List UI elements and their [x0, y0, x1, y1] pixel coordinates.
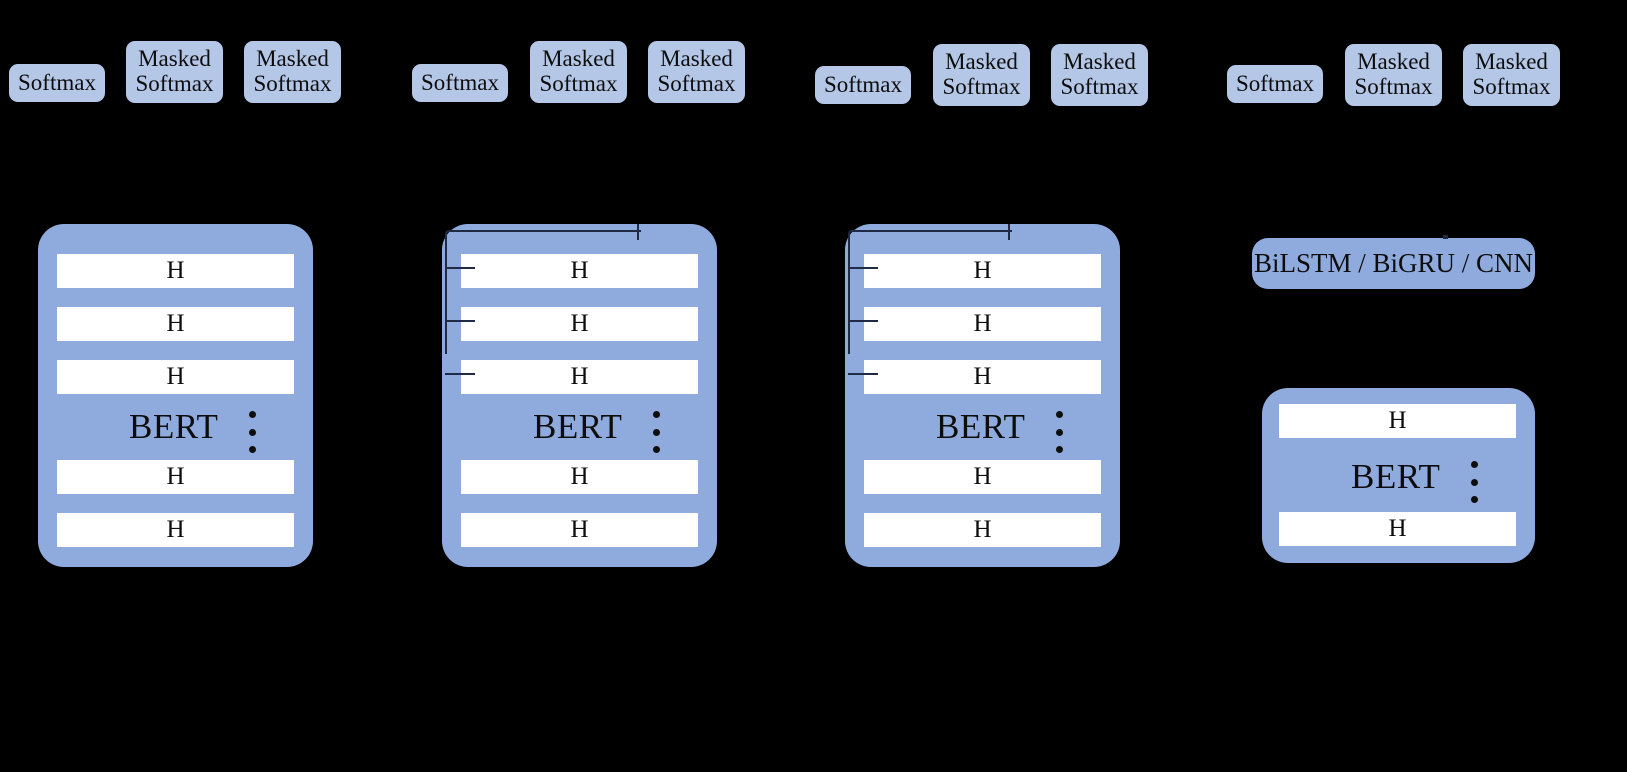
hidden-state-bar: H	[864, 360, 1101, 394]
hidden-state-bar: H	[864, 460, 1101, 494]
skip-wire-drop-2	[637, 224, 639, 240]
skip-wire-tap-2-3	[445, 373, 475, 375]
encoder-2: H H H BERT H H	[442, 224, 717, 567]
hidden-state-bar: H	[864, 513, 1101, 547]
hidden-state-bar: H	[864, 254, 1101, 288]
skip-wire-bus-3	[848, 230, 1012, 354]
alt-encoder-connector-notch	[1443, 235, 1448, 239]
softmax-head-2-1: Softmax	[412, 64, 508, 102]
skip-wire-tap-3-3	[848, 373, 878, 375]
skip-wire-drop-3	[1008, 224, 1010, 240]
encoder-label: BERT	[533, 407, 623, 446]
hidden-state-bar: H	[57, 360, 294, 394]
masked-softmax-head-1-3: Masked Softmax	[244, 41, 341, 103]
hidden-state-bar: H	[461, 513, 698, 547]
softmax-head-3-1: Softmax	[815, 66, 911, 104]
hidden-state-bar: H	[461, 307, 698, 341]
vertical-ellipsis-icon	[248, 411, 256, 453]
masked-softmax-head-4-2: Masked Softmax	[1345, 44, 1442, 106]
hidden-state-bar: H	[57, 307, 294, 341]
masked-softmax-head-3-3: Masked Softmax	[1051, 44, 1148, 106]
skip-wire-tap-3-1	[848, 267, 878, 269]
skip-wire-tap-3-2	[848, 320, 878, 322]
hidden-state-bar: H	[1279, 512, 1516, 546]
hidden-state-bar: H	[461, 360, 698, 394]
encoder-1: H H H BERT H H	[38, 224, 313, 567]
vertical-ellipsis-icon	[652, 411, 660, 453]
vertical-ellipsis-icon	[1470, 461, 1478, 503]
masked-softmax-head-3-2: Masked Softmax	[933, 44, 1030, 106]
masked-softmax-head-2-3: Masked Softmax	[648, 41, 745, 103]
softmax-head-4-1: Softmax	[1227, 65, 1323, 103]
masked-softmax-head-1-2: Masked Softmax	[126, 41, 223, 103]
encoder-3: H H H BERT H H	[845, 224, 1120, 567]
skip-wire-tap-2-2	[445, 320, 475, 322]
softmax-head-1-1: Softmax	[9, 64, 105, 102]
encoder-label: BERT	[1351, 457, 1441, 496]
encoder-label: BERT	[129, 407, 219, 446]
encoder-label: BERT	[936, 407, 1026, 446]
skip-wire-tap-2-1	[445, 267, 475, 269]
masked-softmax-head-4-3: Masked Softmax	[1463, 44, 1560, 106]
hidden-state-bar: H	[461, 460, 698, 494]
hidden-state-bar: H	[57, 254, 294, 288]
encoder-4: H BERT H	[1262, 388, 1535, 563]
hidden-state-bar: H	[57, 460, 294, 494]
hidden-state-bar: H	[1279, 404, 1516, 438]
alt-encoder-4: BiLSTM / BiGRU / CNN	[1252, 238, 1535, 289]
vertical-ellipsis-icon	[1055, 411, 1063, 453]
hidden-state-bar: H	[461, 254, 698, 288]
masked-softmax-head-2-2: Masked Softmax	[530, 41, 627, 103]
hidden-state-bar: H	[864, 307, 1101, 341]
skip-wire-bus-2	[445, 230, 641, 354]
hidden-state-bar: H	[57, 513, 294, 547]
